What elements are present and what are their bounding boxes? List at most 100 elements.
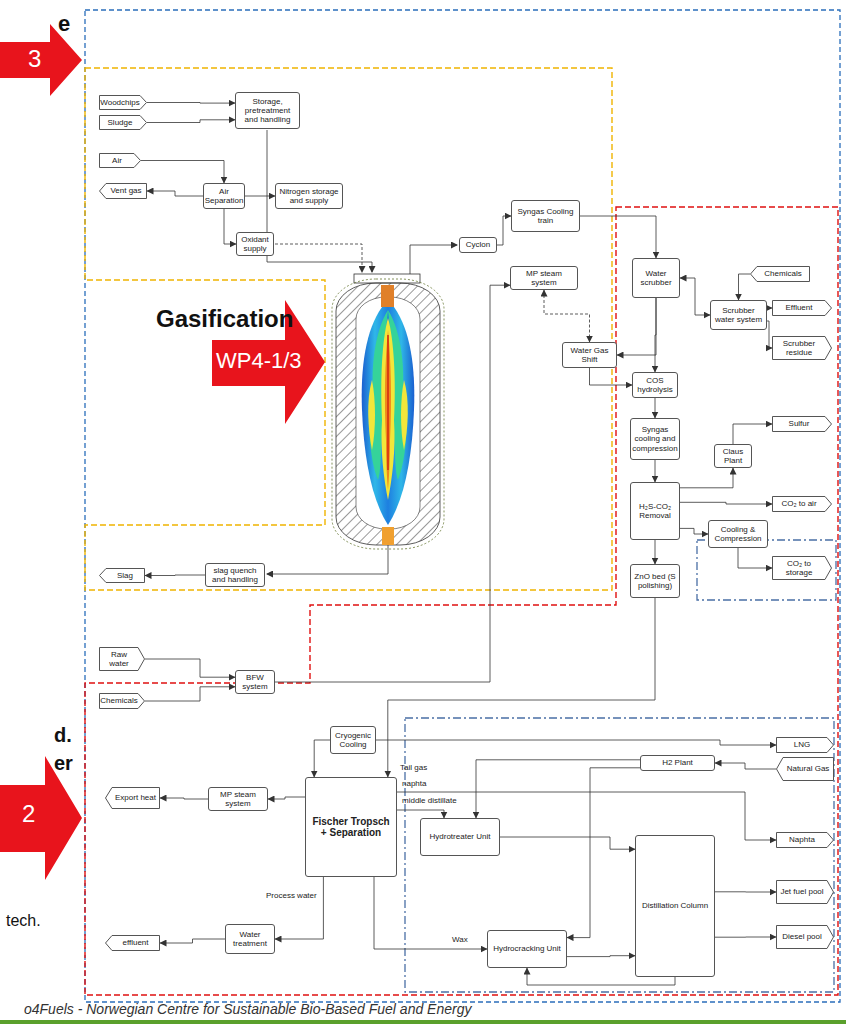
annotation-label: d. xyxy=(54,724,72,746)
output-arrow-box: Sulfur xyxy=(772,416,832,432)
process-box: H₂S-CO₂ Removal xyxy=(630,482,680,540)
raw-syngas-line xyxy=(410,245,457,274)
process-box: Syngas Cooling train xyxy=(511,200,580,232)
flow-connector xyxy=(590,368,633,385)
flow-connector xyxy=(397,810,444,818)
flow-connector xyxy=(580,216,656,258)
output-arrow-box: Chemicals xyxy=(99,693,145,709)
node-text: effluent xyxy=(119,938,151,947)
flow-connector xyxy=(141,161,224,184)
output-arrow-box: CO₂ to storage xyxy=(772,556,832,580)
node-text: LNG xyxy=(791,740,813,749)
process-box: Claus Plant xyxy=(714,444,752,468)
annotation-label: middle distillate xyxy=(402,797,457,806)
output-arrow-box: Jet fuel pool xyxy=(776,880,834,904)
slag-line xyxy=(267,545,388,574)
flow-connector xyxy=(275,877,323,939)
node-text: slag quench and handling xyxy=(206,566,264,584)
input-arrow-box: effluent xyxy=(105,935,160,951)
node-text: Sulfur xyxy=(786,419,813,428)
flow-connector xyxy=(497,216,511,245)
node-text: Fischer Tropsch + Separation xyxy=(306,816,396,839)
node-text: Storage, pretreatment and handling xyxy=(236,97,299,125)
output-arrow-box: Air xyxy=(99,153,141,168)
input-arrow-box: Vent gas xyxy=(99,183,147,199)
process-box: Water scrubber xyxy=(632,258,680,298)
node-text: Raw water xyxy=(99,650,139,668)
node-text: MP steam system xyxy=(209,790,267,808)
annotation-label: Wax xyxy=(452,936,468,945)
work-package-label: WP4-1/3 xyxy=(216,349,302,373)
flow-connector xyxy=(567,955,635,957)
flow-connector xyxy=(567,768,640,938)
flow-connector xyxy=(680,528,708,534)
output-arrow-box: Diesel pool xyxy=(776,925,834,949)
flow-connector xyxy=(680,502,772,504)
flow-connector xyxy=(715,891,776,892)
process-box: Nitrogen storage and supply xyxy=(275,183,343,209)
flow-connector xyxy=(655,460,656,482)
input-arrow-box: Export heat xyxy=(105,787,160,809)
node-text: CO₂ to air xyxy=(778,499,819,508)
process-box: BFW system xyxy=(235,670,275,694)
flow-connector xyxy=(544,290,590,342)
flow-connector xyxy=(376,740,776,745)
annotation-label: o4Fuels - Norwegian Centre for Sustainab… xyxy=(24,1002,471,1017)
process-box: Storage, pretreatment and handling xyxy=(235,92,300,129)
process-box: Distillation Column xyxy=(635,835,715,977)
node-text: Cooling & Compression xyxy=(709,525,767,543)
node-text: Nitrogen storage and supply xyxy=(276,187,342,205)
flow-connector xyxy=(147,102,235,104)
annotation-label: Tail gas xyxy=(400,764,427,773)
node-text: Chemicals xyxy=(761,269,804,278)
flow-connector xyxy=(655,398,656,418)
cleaning-synthesis-region xyxy=(85,207,838,995)
flow-connector xyxy=(224,209,236,244)
output-arrow-box: Woodchips xyxy=(99,95,147,110)
node-text: Cryogenic Cooling xyxy=(331,731,375,749)
node-text: Vent gas xyxy=(107,186,144,195)
flow-connector xyxy=(314,740,330,777)
node-text: Oxidant supply xyxy=(237,235,273,253)
gasifier-illustration xyxy=(332,274,444,549)
node-text: Woodchips xyxy=(97,98,142,107)
flow-connector xyxy=(245,196,275,197)
node-text: Water treatment xyxy=(226,930,274,948)
flow-connector xyxy=(655,298,656,372)
output-arrow-box: Naphta xyxy=(776,832,834,848)
annotation-label: Process water xyxy=(266,892,317,901)
process-box: Fischer Tropsch + Separation xyxy=(305,777,397,877)
node-text: Naphta xyxy=(786,835,818,844)
node-text: Hydrocracking Unit xyxy=(490,944,564,953)
process-box: Water treatment xyxy=(225,924,275,954)
flow-connector xyxy=(374,877,487,949)
flow-connector xyxy=(617,298,656,355)
node-text: Chemicals xyxy=(97,696,140,705)
flow-connector xyxy=(680,468,733,488)
feed-line xyxy=(267,130,372,272)
flow-connector xyxy=(680,278,710,315)
input-arrow-box: Natural Gas xyxy=(776,757,834,781)
node-text: H2 Plant xyxy=(659,758,696,767)
flow-connector xyxy=(476,760,640,818)
process-box: Hydrotreater Unit xyxy=(420,818,500,856)
flow-connector xyxy=(767,321,772,348)
node-text: Water scrubber xyxy=(633,269,679,287)
process-box: Oxidant supply xyxy=(236,232,274,256)
flow-connector xyxy=(715,763,776,769)
flow-connector xyxy=(388,598,655,777)
wp-arrow xyxy=(0,756,82,880)
process-box: Cyclon xyxy=(459,237,497,253)
flow-connector xyxy=(500,837,635,849)
node-text: Air xyxy=(109,156,125,165)
node-text: CO₂ to storage xyxy=(772,559,826,577)
output-arrow-box: Raw water xyxy=(99,647,145,671)
flow-connector xyxy=(733,424,772,444)
output-arrow-box: Scrubber residue xyxy=(772,336,832,360)
process-box: Air Separation xyxy=(203,183,245,209)
input-arrow-box: Slag xyxy=(99,568,145,583)
flow-connector xyxy=(147,191,203,196)
flow-connector xyxy=(145,659,235,677)
flow-connector xyxy=(767,308,772,309)
footer-bar xyxy=(0,1020,846,1024)
